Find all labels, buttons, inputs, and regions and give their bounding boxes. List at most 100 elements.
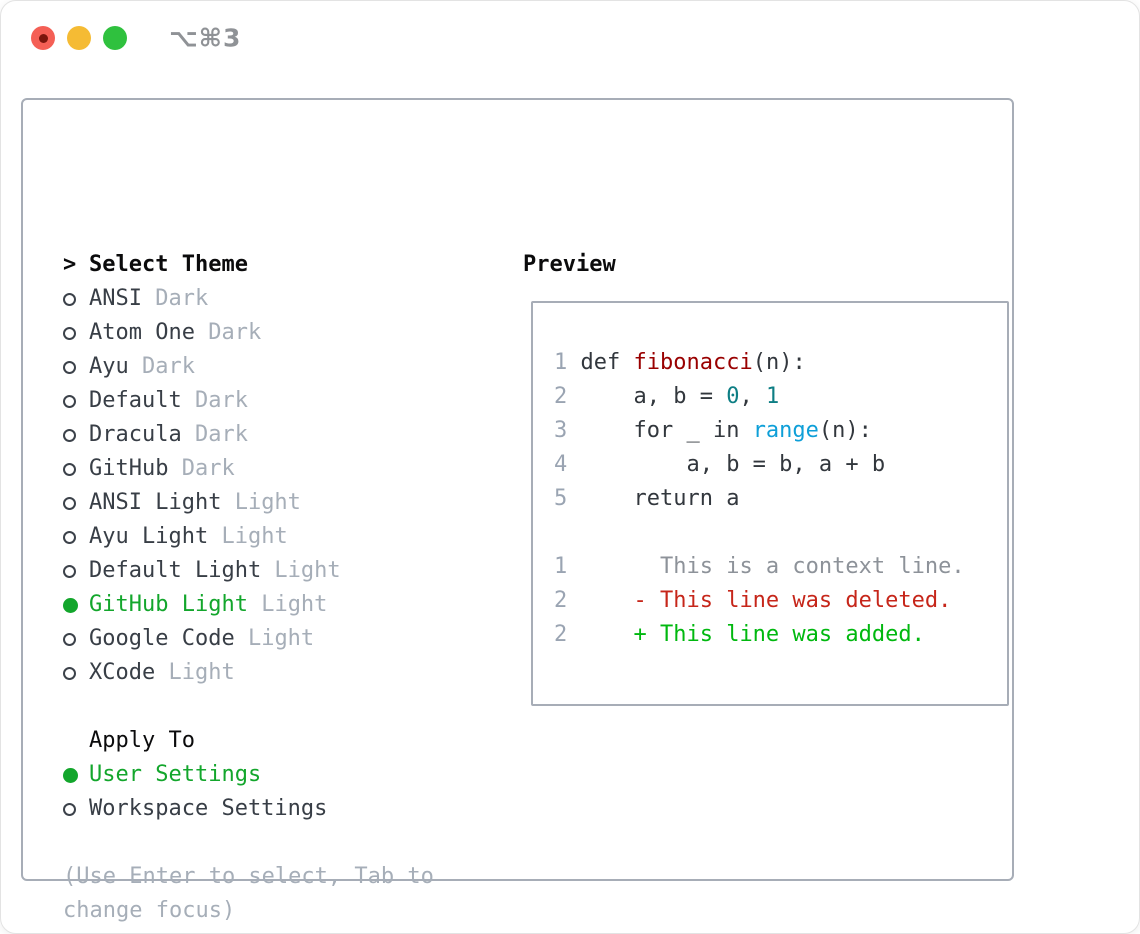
traffic-light-minimize-button[interactable]	[67, 26, 91, 50]
preview-line: 4 a, b = b, a + b	[554, 448, 1007, 482]
code-segment-func: fibonacci	[633, 350, 753, 375]
theme-variant: Dark	[128, 354, 195, 379]
theme-picker-header-row: > Select Theme	[63, 248, 434, 282]
theme-option-github-dark[interactable]: GitHub Dark	[63, 452, 434, 486]
preview-line: 3 for _ in range(n):	[554, 414, 1007, 448]
theme-name: GitHub	[89, 456, 169, 481]
spacer	[63, 690, 434, 724]
code-segment-code: (n):	[818, 418, 872, 443]
keyboard-hint-line-2: change focus)	[63, 898, 236, 923]
theme-option-google-code-light[interactable]: Google Code Light	[63, 622, 434, 656]
traffic-light-zoom-button[interactable]	[103, 26, 127, 50]
ring-icon	[63, 394, 76, 408]
filled-dot-icon	[63, 597, 78, 613]
radio-icon	[63, 496, 89, 510]
line-number: 3	[554, 418, 581, 443]
theme-option-github-light-light[interactable]: GitHub Light Light	[63, 588, 434, 622]
apply-to-option-workspace-settings[interactable]: Workspace Settings	[63, 792, 434, 826]
traffic-light-close-button[interactable]	[31, 26, 55, 50]
code-segment-builtin: range	[752, 418, 819, 443]
theme-variant: Light	[234, 626, 315, 651]
apply-to-header-row: Apply To	[63, 724, 434, 758]
filled-dot-icon	[63, 767, 78, 783]
ring-icon	[63, 462, 76, 476]
apply-to-label: User Settings	[89, 762, 262, 787]
line-number: 1	[554, 350, 581, 375]
theme-variant: Light	[208, 524, 288, 549]
theme-name: Default Light	[89, 558, 262, 583]
code-segment-code: (n):	[752, 350, 806, 375]
selected-radio-icon	[63, 597, 89, 613]
theme-option-ansi-dark[interactable]: ANSI Dark	[63, 282, 434, 316]
theme-option-default-dark[interactable]: Default Dark	[63, 384, 434, 418]
theme-name: GitHub Light	[89, 592, 248, 617]
theme-option-atom-one-dark[interactable]: Atom One Dark	[63, 316, 434, 350]
theme-name: Dracula	[89, 422, 182, 447]
preview-line: 2 + This line was added.	[554, 618, 1007, 652]
spacer	[63, 826, 434, 860]
selected-radio-icon	[63, 767, 89, 783]
preview-line: 2 a, b = 0, 1	[554, 380, 1007, 414]
theme-name: Ayu	[89, 354, 129, 379]
apply-to-label: Workspace Settings	[89, 796, 328, 821]
code-segment-code: for _ in	[580, 418, 753, 443]
theme-variant: Light	[155, 660, 235, 685]
radio-icon	[63, 394, 89, 408]
radio-icon	[63, 326, 89, 340]
line-number: 2	[554, 384, 581, 409]
window-title-shortcut: ⌥⌘3	[169, 23, 242, 53]
line-number: 1	[554, 554, 581, 579]
code-segment-deleted: - This line was deleted.	[580, 588, 952, 613]
theme-name: Ayu Light	[89, 524, 209, 549]
preview-blank-line	[554, 516, 1007, 550]
radio-icon	[63, 360, 89, 374]
radio-icon	[63, 428, 89, 442]
theme-variant: Light	[221, 490, 301, 515]
theme-variant: Dark	[168, 456, 235, 481]
radio-icon	[63, 802, 89, 816]
theme-option-ansi-light-light[interactable]: ANSI Light Light	[63, 486, 434, 520]
theme-variant: Light	[247, 592, 328, 617]
line-number: 2	[554, 588, 581, 613]
code-segment-code: ,	[739, 384, 766, 409]
ring-icon	[63, 632, 76, 646]
line-number: 4	[554, 452, 581, 477]
code-segment-code: return a	[580, 486, 740, 511]
theme-option-ayu-dark[interactable]: Ayu Dark	[63, 350, 434, 384]
theme-name: Atom One	[89, 320, 195, 345]
theme-option-ayu-light-light[interactable]: Ayu Light Light	[63, 520, 434, 554]
ring-icon	[63, 428, 76, 442]
radio-icon	[63, 462, 89, 476]
theme-option-dracula-dark[interactable]: Dracula Dark	[63, 418, 434, 452]
preview-title: Preview	[523, 252, 616, 277]
theme-name: ANSI	[89, 286, 142, 311]
cursor-caret-icon: >	[63, 252, 77, 277]
title-bar: ⌥⌘3	[1, 1, 1139, 75]
ring-icon	[63, 564, 76, 578]
code-segment-code: a, b = b, a + b	[580, 452, 886, 477]
ring-icon	[63, 802, 76, 816]
radio-icon	[63, 564, 89, 578]
line-number: 2	[554, 622, 581, 647]
apply-to-title: Apply To	[89, 728, 195, 753]
theme-name: Google Code	[89, 626, 235, 651]
ring-icon	[63, 360, 76, 374]
apply-to-option-user-settings[interactable]: User Settings	[63, 758, 434, 792]
preview-line: 1 This is a context line.	[554, 550, 1007, 584]
radio-icon	[63, 632, 89, 646]
radio-icon	[63, 666, 89, 680]
theme-name: Default	[89, 388, 182, 413]
theme-variant: Light	[261, 558, 341, 583]
line-number: 5	[554, 486, 581, 511]
theme-variant: Dark	[181, 388, 248, 413]
theme-option-default-light-light[interactable]: Default Light Light	[63, 554, 434, 588]
theme-option-xcode-light[interactable]: XCode Light	[63, 656, 434, 690]
code-segment-added: + This line was added.	[580, 622, 925, 647]
traffic-lights	[31, 26, 127, 50]
keyboard-hint-line-1: (Use Enter to select, Tab to	[63, 864, 434, 889]
